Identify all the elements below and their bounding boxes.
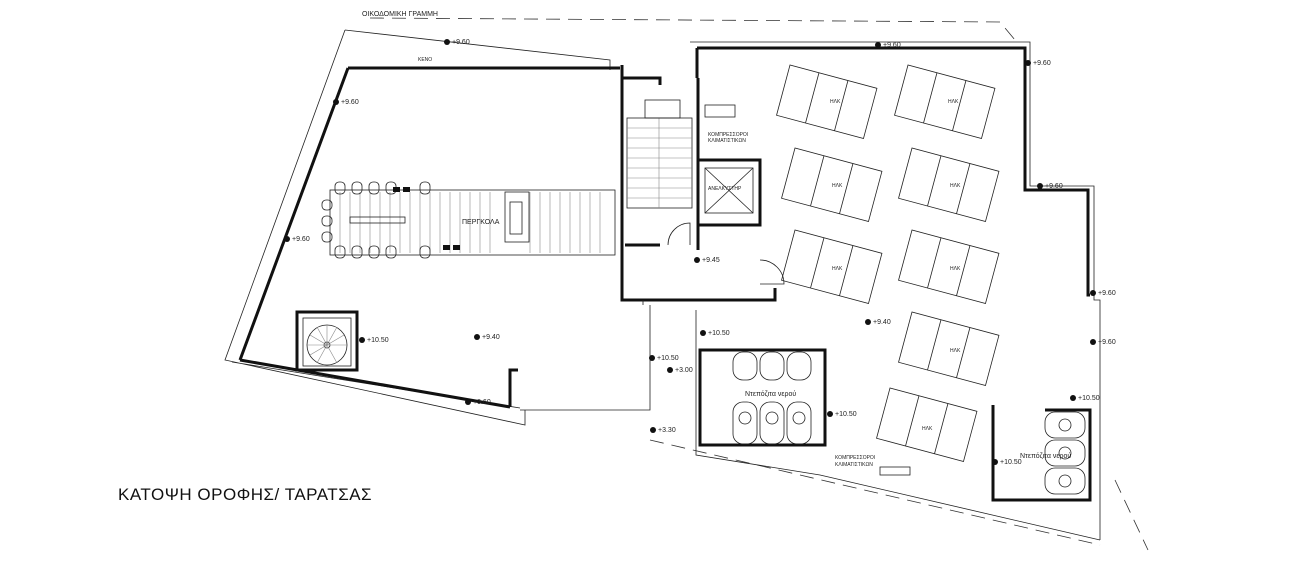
svg-text:+10.50: +10.50 (367, 337, 389, 344)
svg-text:+9.40: +9.40 (873, 319, 891, 326)
water-tank-enclosure-2 (991, 405, 1092, 502)
compressor-box-1 (704, 104, 736, 118)
building-line-label: ΟΙΚΟΔΟΜΙΚΗ ΓΡΑΜΜΗ (362, 11, 438, 18)
solar-label-8: ΗΛΚ (922, 426, 933, 432)
roof-parapet-right (695, 46, 1090, 297)
svg-text:+9.60: +9.60 (452, 39, 470, 46)
elevator-shaft (696, 158, 762, 227)
solar-label-5: ΗΛΚ (832, 266, 843, 272)
svg-text:+3.30: +3.30 (658, 427, 676, 434)
svg-text:+9.45: +9.45 (702, 257, 720, 264)
bench (349, 216, 406, 224)
elevator-label: ΑΝΕΛΚΥΣΤΗΡ (708, 186, 742, 192)
svg-text:+9.60: +9.60 (1098, 290, 1116, 297)
roof-parapet-left (238, 66, 620, 409)
column-a (393, 187, 400, 192)
stair-treads (627, 118, 692, 208)
solar-label-4: ΗΛΚ (950, 183, 961, 189)
pergola-label: ΠΕΡΓΚΟΛΑ (462, 219, 500, 226)
void-label: ΚΕΝΟ (418, 57, 432, 63)
spiral-stair-enclosure (295, 310, 359, 372)
building-line (369, 17, 1149, 551)
elevator-car (704, 167, 754, 214)
solar-panel-array (776, 64, 1000, 463)
spiral-treads (307, 325, 347, 364)
column-b (403, 187, 410, 192)
svg-text:+10.50: +10.50 (657, 355, 679, 362)
column-d (453, 245, 460, 250)
stair-flight (626, 117, 693, 209)
svg-text:+9.60: +9.60 (883, 42, 901, 49)
pergola-counter (504, 191, 530, 243)
level-markers: +9.60 +9.60 +9.60 +9.60 +9.60 +9.60 +9.6… (284, 39, 1116, 466)
pergola-slats (339, 192, 601, 253)
svg-text:+9.40: +9.40 (482, 334, 500, 341)
solar-label-2: ΗΛΚ (948, 99, 959, 105)
solar-label-7: ΗΛΚ (950, 348, 961, 354)
svg-text:+3.00: +3.00 (675, 367, 693, 374)
compressors-2-line1: ΚΟΜΠΡΕΣΣΟΡΟΙ (835, 455, 875, 461)
roof-outline-right (690, 41, 1101, 541)
water-tanks-2 (1044, 411, 1086, 495)
column-c (443, 245, 450, 250)
svg-text:+9.60: +9.60 (473, 399, 491, 406)
upper-terrace-edge (520, 300, 651, 411)
stair-door-swing (667, 222, 691, 246)
water-tanks-label-2: Ντεπόζιτα νερού (1020, 452, 1071, 460)
solar-label-1: ΗΛΚ (830, 99, 841, 105)
pergola-area (329, 189, 616, 256)
svg-text:+10.50: +10.50 (1078, 395, 1100, 402)
pergola-counter-inner (509, 201, 523, 235)
spiral-stair-box (302, 317, 352, 367)
core-door-swing (759, 259, 785, 285)
svg-text:+9.60: +9.60 (341, 99, 359, 106)
drawing-title: ΚΑΤΟΨΗ ΟΡΟΦΗΣ/ ΤΑΡΑΤΣΑΣ (118, 485, 372, 504)
svg-text:+9.60: +9.60 (1045, 183, 1063, 190)
compressors-1-line1: ΚΟΜΠΡΕΣΣΟΡΟΙ (708, 132, 748, 138)
compressors-2-line2: ΚΛΙΜΑΤΙΣΤΙΚΩΝ (835, 462, 873, 468)
water-tanks-1 (732, 351, 812, 445)
svg-text:+9.60: +9.60 (292, 236, 310, 243)
svg-text:+10.50: +10.50 (835, 411, 857, 418)
water-tanks-label-1: Ντεπόζιτα νερού (745, 390, 796, 398)
water-tank-enclosure-1 (698, 348, 827, 447)
compressor-box-2 (879, 466, 911, 476)
svg-text:+9.60: +9.60 (1033, 60, 1051, 67)
compressors-1-line2: ΚΛΙΜΑΤΙΣΤΙΚΩΝ (708, 138, 746, 144)
solar-label-3: ΗΛΚ (832, 183, 843, 189)
chairs (321, 181, 431, 259)
svg-text:+10.50: +10.50 (708, 330, 730, 337)
roof-outline-left (224, 29, 611, 426)
elevator-x2 (704, 167, 754, 214)
svg-text:+9.60: +9.60 (1098, 339, 1116, 346)
stair-landing (644, 99, 681, 119)
svg-text:+10.50: +10.50 (1000, 459, 1022, 466)
solar-label-6: ΗΛΚ (950, 266, 961, 272)
